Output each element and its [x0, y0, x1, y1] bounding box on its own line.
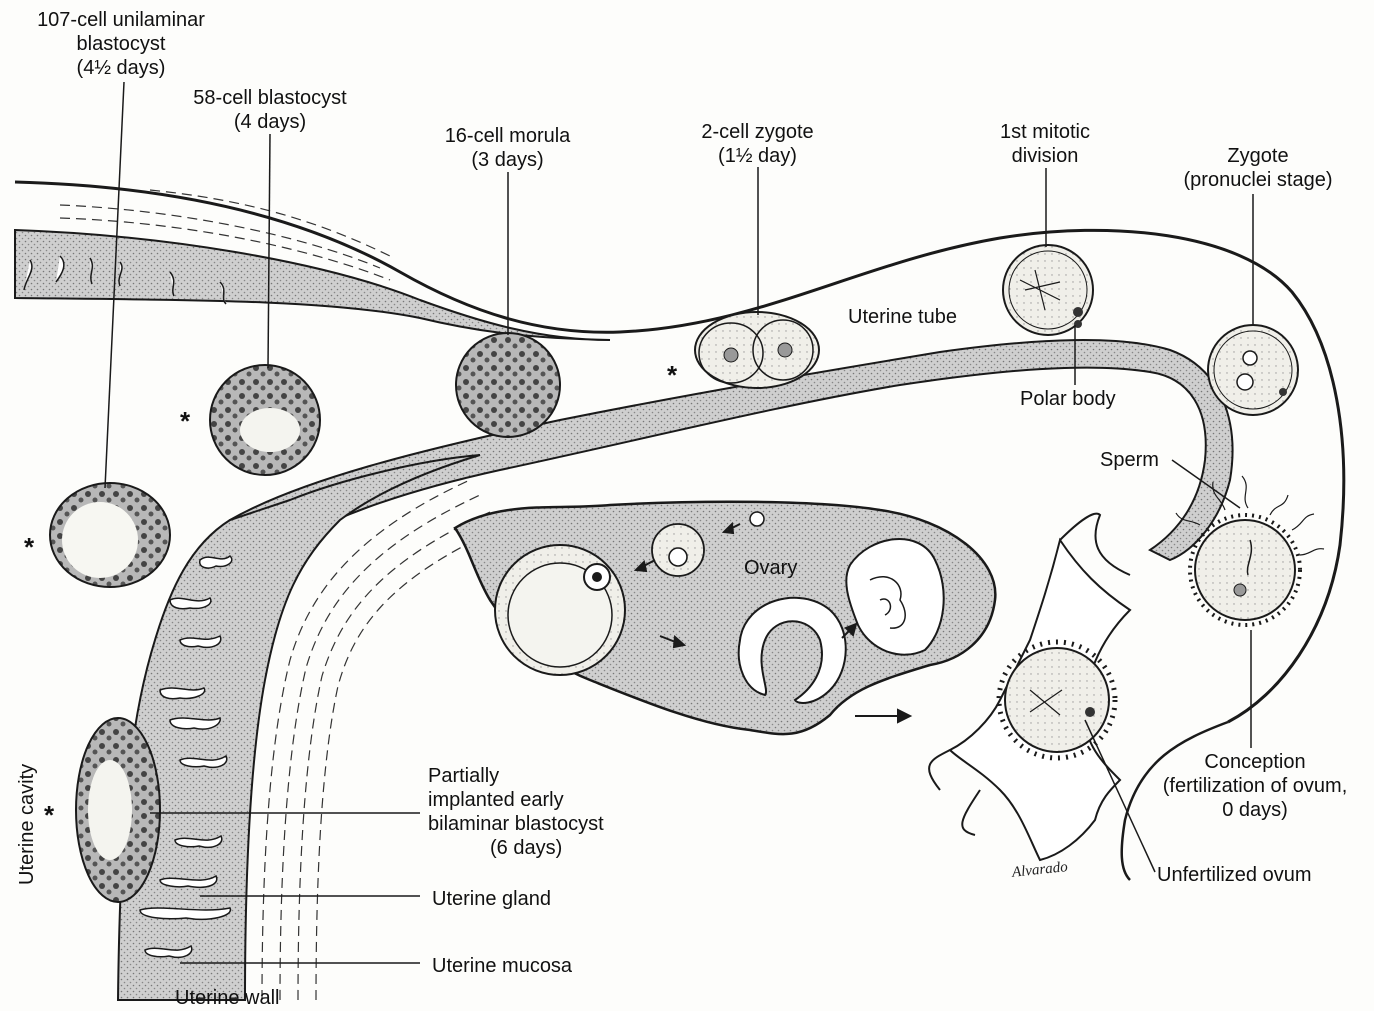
blastocyst-58-line1: 58-cell blastocyst	[170, 86, 370, 110]
primordial-follicle	[750, 512, 764, 526]
conception-line2: (fertilization of ovum,	[1140, 774, 1370, 798]
uterine-cavity-label: Uterine cavity	[16, 764, 39, 885]
zygote-pronuclei-line2: (pronuclei stage)	[1163, 168, 1353, 192]
ovary-label: Ovary	[744, 556, 797, 580]
fifty-eight-cell-blastocyst	[210, 365, 320, 475]
polar-body-label: Polar body	[1020, 387, 1116, 411]
mitotic-division-line2: division	[980, 144, 1110, 168]
growing-oocyte	[669, 548, 687, 566]
two-cell-zygote-line2: (1½ day)	[680, 144, 835, 168]
unfertilized-ovum-cell	[999, 642, 1115, 758]
blastocyst-107-line3: (4½ days)	[16, 56, 226, 80]
conception-label: Conception (fertilization of ovum, 0 day…	[1140, 750, 1370, 822]
conception-line1: Conception	[1140, 750, 1370, 774]
oocyte-nucleus	[592, 572, 602, 582]
mitotic-division-line1: 1st mitotic	[980, 120, 1110, 144]
partially-implanted-line3: bilaminar blastocyst	[428, 812, 648, 836]
asterisk-implanted: *	[44, 800, 54, 831]
morula-label: 16-cell morula (3 days)	[420, 124, 595, 172]
partially-implanted-label: Partially implanted early bilaminar blas…	[428, 764, 648, 860]
two-cell-zygote	[695, 312, 819, 388]
asterisk-2-cell: *	[667, 360, 677, 391]
blastocyst-58-label: 58-cell blastocyst (4 days)	[170, 86, 370, 134]
partially-implanted-line1: Partially	[428, 764, 648, 788]
implanted-blastocyst	[76, 718, 160, 902]
first-mitotic-division-cell	[1003, 245, 1093, 335]
asterisk-107-cell: *	[24, 532, 34, 563]
morula-line2: (3 days)	[420, 148, 595, 172]
two-cell-zygote-line1: 2-cell zygote	[680, 120, 835, 144]
uterine-mucosa-label: Uterine mucosa	[432, 954, 572, 978]
unfertilized-ovum-label: Unfertilized ovum	[1157, 863, 1312, 887]
morula-line1: 16-cell morula	[420, 124, 595, 148]
blastocyst-58-line2: (4 days)	[170, 110, 370, 134]
uterine-wall-label: Uterine wall	[175, 986, 279, 1010]
uterine-tube-label: Uterine tube	[848, 305, 957, 329]
blastocyst-107-label: 107-cell unilaminar blastocyst (4½ days)	[16, 8, 226, 80]
hundred-seven-cell-blastocyst	[50, 483, 170, 587]
partially-implanted-line4: (6 days)	[428, 836, 648, 860]
zygote-pronuclei-label: Zygote (pronuclei stage)	[1163, 144, 1353, 192]
uterine-gland-label: Uterine gland	[432, 887, 551, 911]
mitotic-division-label: 1st mitotic division	[980, 120, 1110, 168]
sperm-label: Sperm	[1100, 448, 1159, 472]
blastocyst-107-line2: blastocyst	[16, 32, 226, 56]
zygote-pronuclei-cell	[1208, 325, 1298, 415]
zygote-pronuclei-line1: Zygote	[1163, 144, 1353, 168]
partially-implanted-line2: implanted early	[428, 788, 648, 812]
asterisk-58-cell: *	[180, 406, 190, 437]
two-cell-zygote-label: 2-cell zygote (1½ day)	[680, 120, 835, 168]
sixteen-cell-morula	[456, 333, 560, 437]
conception-line3: 0 days)	[1140, 798, 1370, 822]
blastocyst-107-line1: 107-cell unilaminar	[16, 8, 226, 32]
